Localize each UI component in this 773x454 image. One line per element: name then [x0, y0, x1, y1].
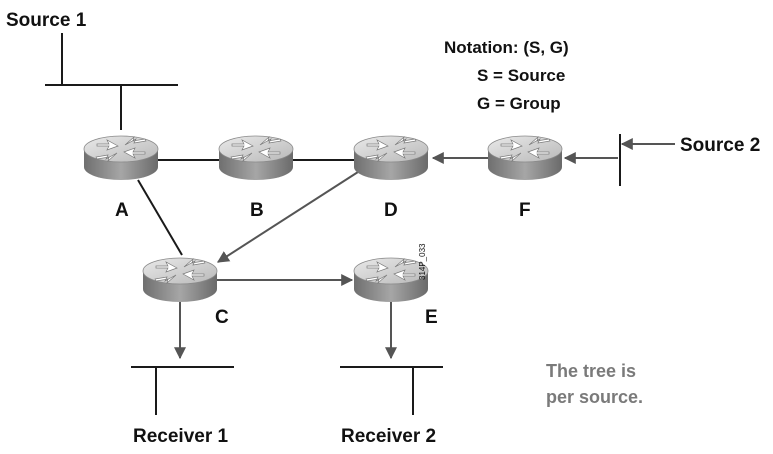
notation-source: S = Source	[477, 66, 566, 85]
multicast-flow	[174, 138, 675, 360]
router-e-icon	[353, 257, 429, 303]
notation-title: Notation: (S, G)	[444, 38, 569, 57]
receiver-lans	[131, 366, 443, 415]
flow-d-to-c	[216, 171, 359, 263]
link-a-c	[137, 179, 183, 256]
router-c-icon	[142, 257, 218, 303]
router-d-icon	[353, 135, 429, 181]
receiver2-label: Receiver 2	[341, 426, 437, 447]
network-links	[137, 159, 355, 256]
router-a-icon	[83, 135, 159, 181]
receiver1-label: Receiver 1	[133, 426, 229, 447]
figure-id: 314P_033	[418, 243, 427, 280]
note-line2: per source.	[546, 387, 644, 407]
notation-group: G = Group	[477, 94, 561, 113]
source1-lan	[45, 33, 178, 130]
router-b-icon	[218, 135, 294, 181]
router-f-label: F	[519, 200, 531, 221]
router-f-icon	[487, 135, 563, 181]
note-line1: The tree is	[546, 361, 637, 381]
router-a-label: A	[115, 200, 129, 221]
router-b-label: B	[250, 200, 264, 221]
router-c-label: C	[215, 307, 229, 328]
router-d-label: D	[384, 200, 398, 221]
source2-label: Source 2	[680, 135, 761, 156]
source1-label: Source 1	[6, 10, 87, 31]
router-e-label: E	[425, 307, 438, 328]
